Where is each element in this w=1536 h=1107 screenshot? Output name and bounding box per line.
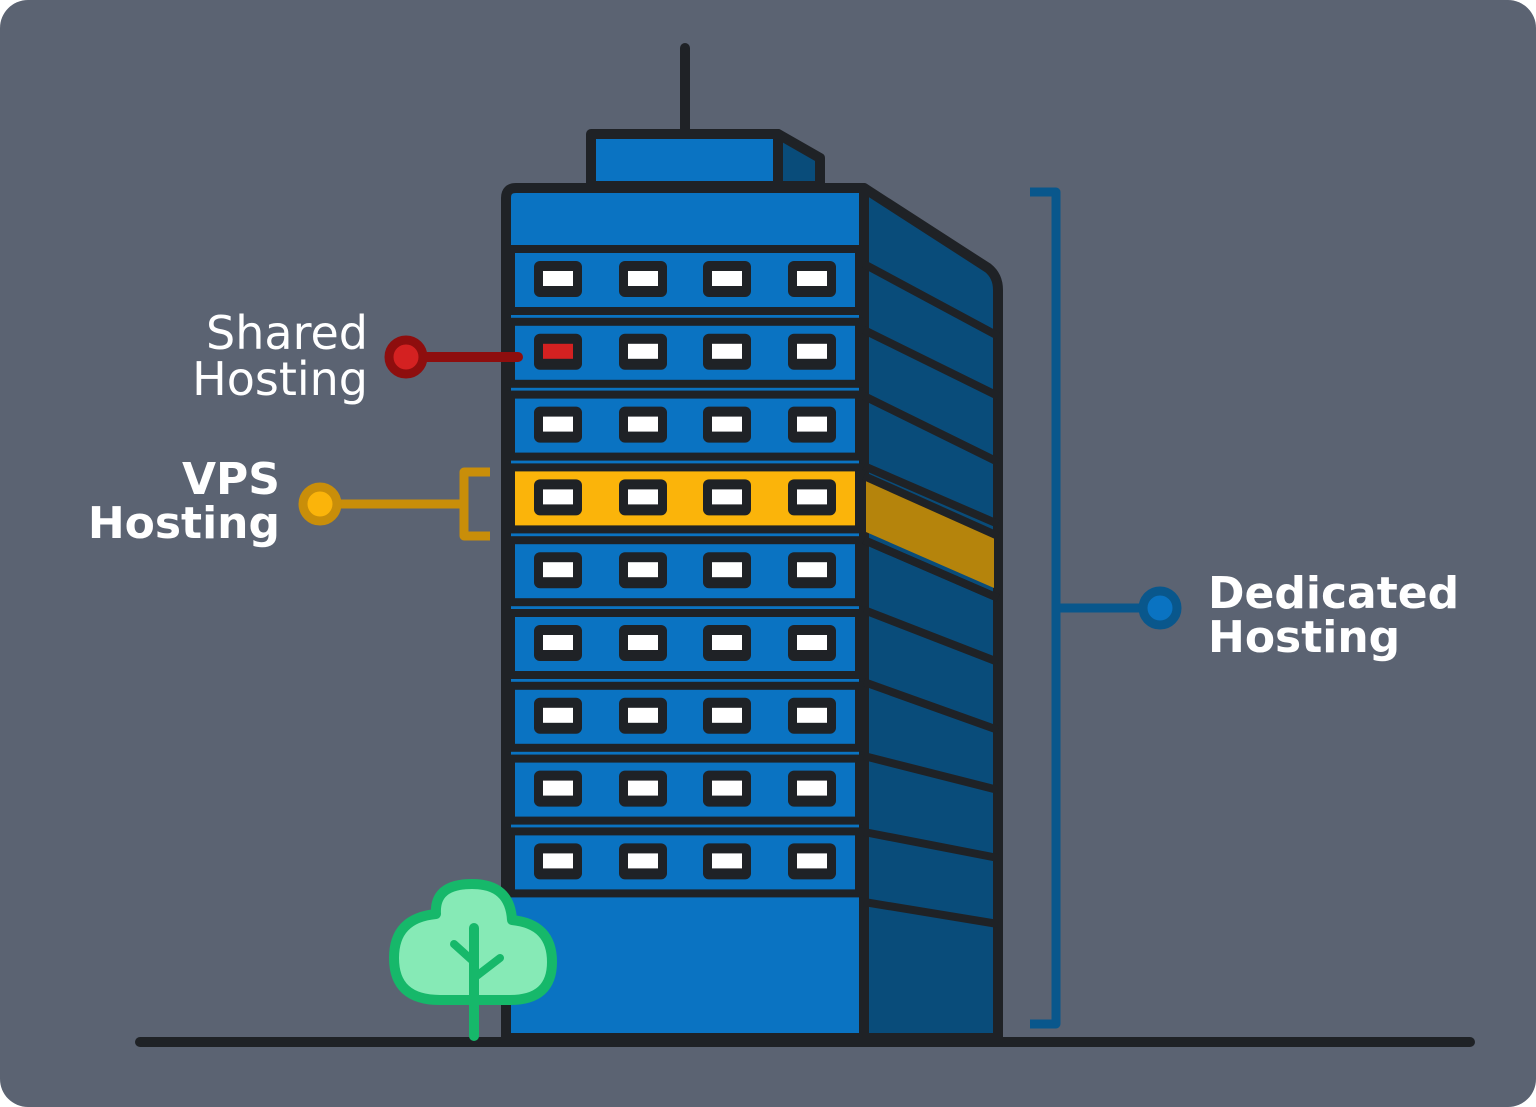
window	[543, 416, 573, 432]
window	[628, 562, 658, 578]
side-divider	[862, 462, 1000, 528]
window	[797, 780, 827, 796]
dedicated-label-line1: Dedicated	[1208, 568, 1460, 619]
window	[543, 707, 573, 723]
shared-label-line2: Hosting	[192, 352, 368, 406]
window	[712, 416, 742, 432]
window	[712, 562, 742, 578]
window	[543, 562, 573, 578]
side-divider	[862, 536, 1000, 602]
window	[543, 853, 573, 869]
shared-label-line1: Shared	[206, 306, 368, 360]
window	[543, 635, 573, 650]
shared-connector-dot	[384, 335, 428, 379]
side-divider	[862, 260, 1000, 340]
window	[628, 271, 658, 286]
vps-label-line2: Hosting	[87, 498, 280, 549]
window	[797, 562, 827, 578]
window	[628, 635, 658, 650]
vps-hosting-label: VPS Hosting	[88, 458, 280, 546]
tree-branch	[450, 940, 478, 966]
side-divider	[863, 828, 999, 862]
roof-block-front	[586, 129, 783, 191]
shared-window	[543, 343, 573, 359]
window	[797, 489, 827, 505]
vps-connector-dot	[298, 482, 342, 526]
window	[543, 780, 573, 796]
window	[712, 853, 742, 869]
window	[712, 271, 742, 286]
vps-side-band	[866, 476, 994, 588]
tree-branch	[470, 954, 504, 982]
window	[628, 416, 658, 432]
side-divider	[862, 326, 1000, 400]
window	[628, 707, 658, 723]
side-divider	[863, 898, 999, 928]
window	[628, 343, 658, 359]
dedicated-label-line2: Hosting	[1208, 612, 1401, 663]
window	[712, 780, 742, 796]
shared-hosting-label: Shared Hosting	[192, 310, 368, 402]
window	[628, 780, 658, 796]
side-divider	[862, 606, 1000, 666]
window	[712, 635, 742, 650]
window	[712, 489, 742, 505]
side-divider	[863, 752, 999, 794]
window	[543, 271, 573, 286]
side-divider	[862, 678, 1000, 734]
vps-label-line1: VPS	[182, 454, 280, 505]
window	[797, 416, 827, 432]
window	[797, 635, 827, 650]
side-divider	[862, 392, 1000, 466]
window	[543, 489, 573, 505]
window	[797, 853, 827, 869]
window	[712, 707, 742, 723]
dedicated-connector-dot	[1138, 586, 1182, 630]
side-divider	[862, 472, 1000, 540]
dedicated-hosting-label: Dedicated Hosting	[1208, 572, 1459, 660]
window	[712, 343, 742, 359]
window	[628, 853, 658, 869]
window	[797, 271, 827, 286]
window	[628, 489, 658, 505]
window	[797, 343, 827, 359]
window	[797, 707, 827, 723]
